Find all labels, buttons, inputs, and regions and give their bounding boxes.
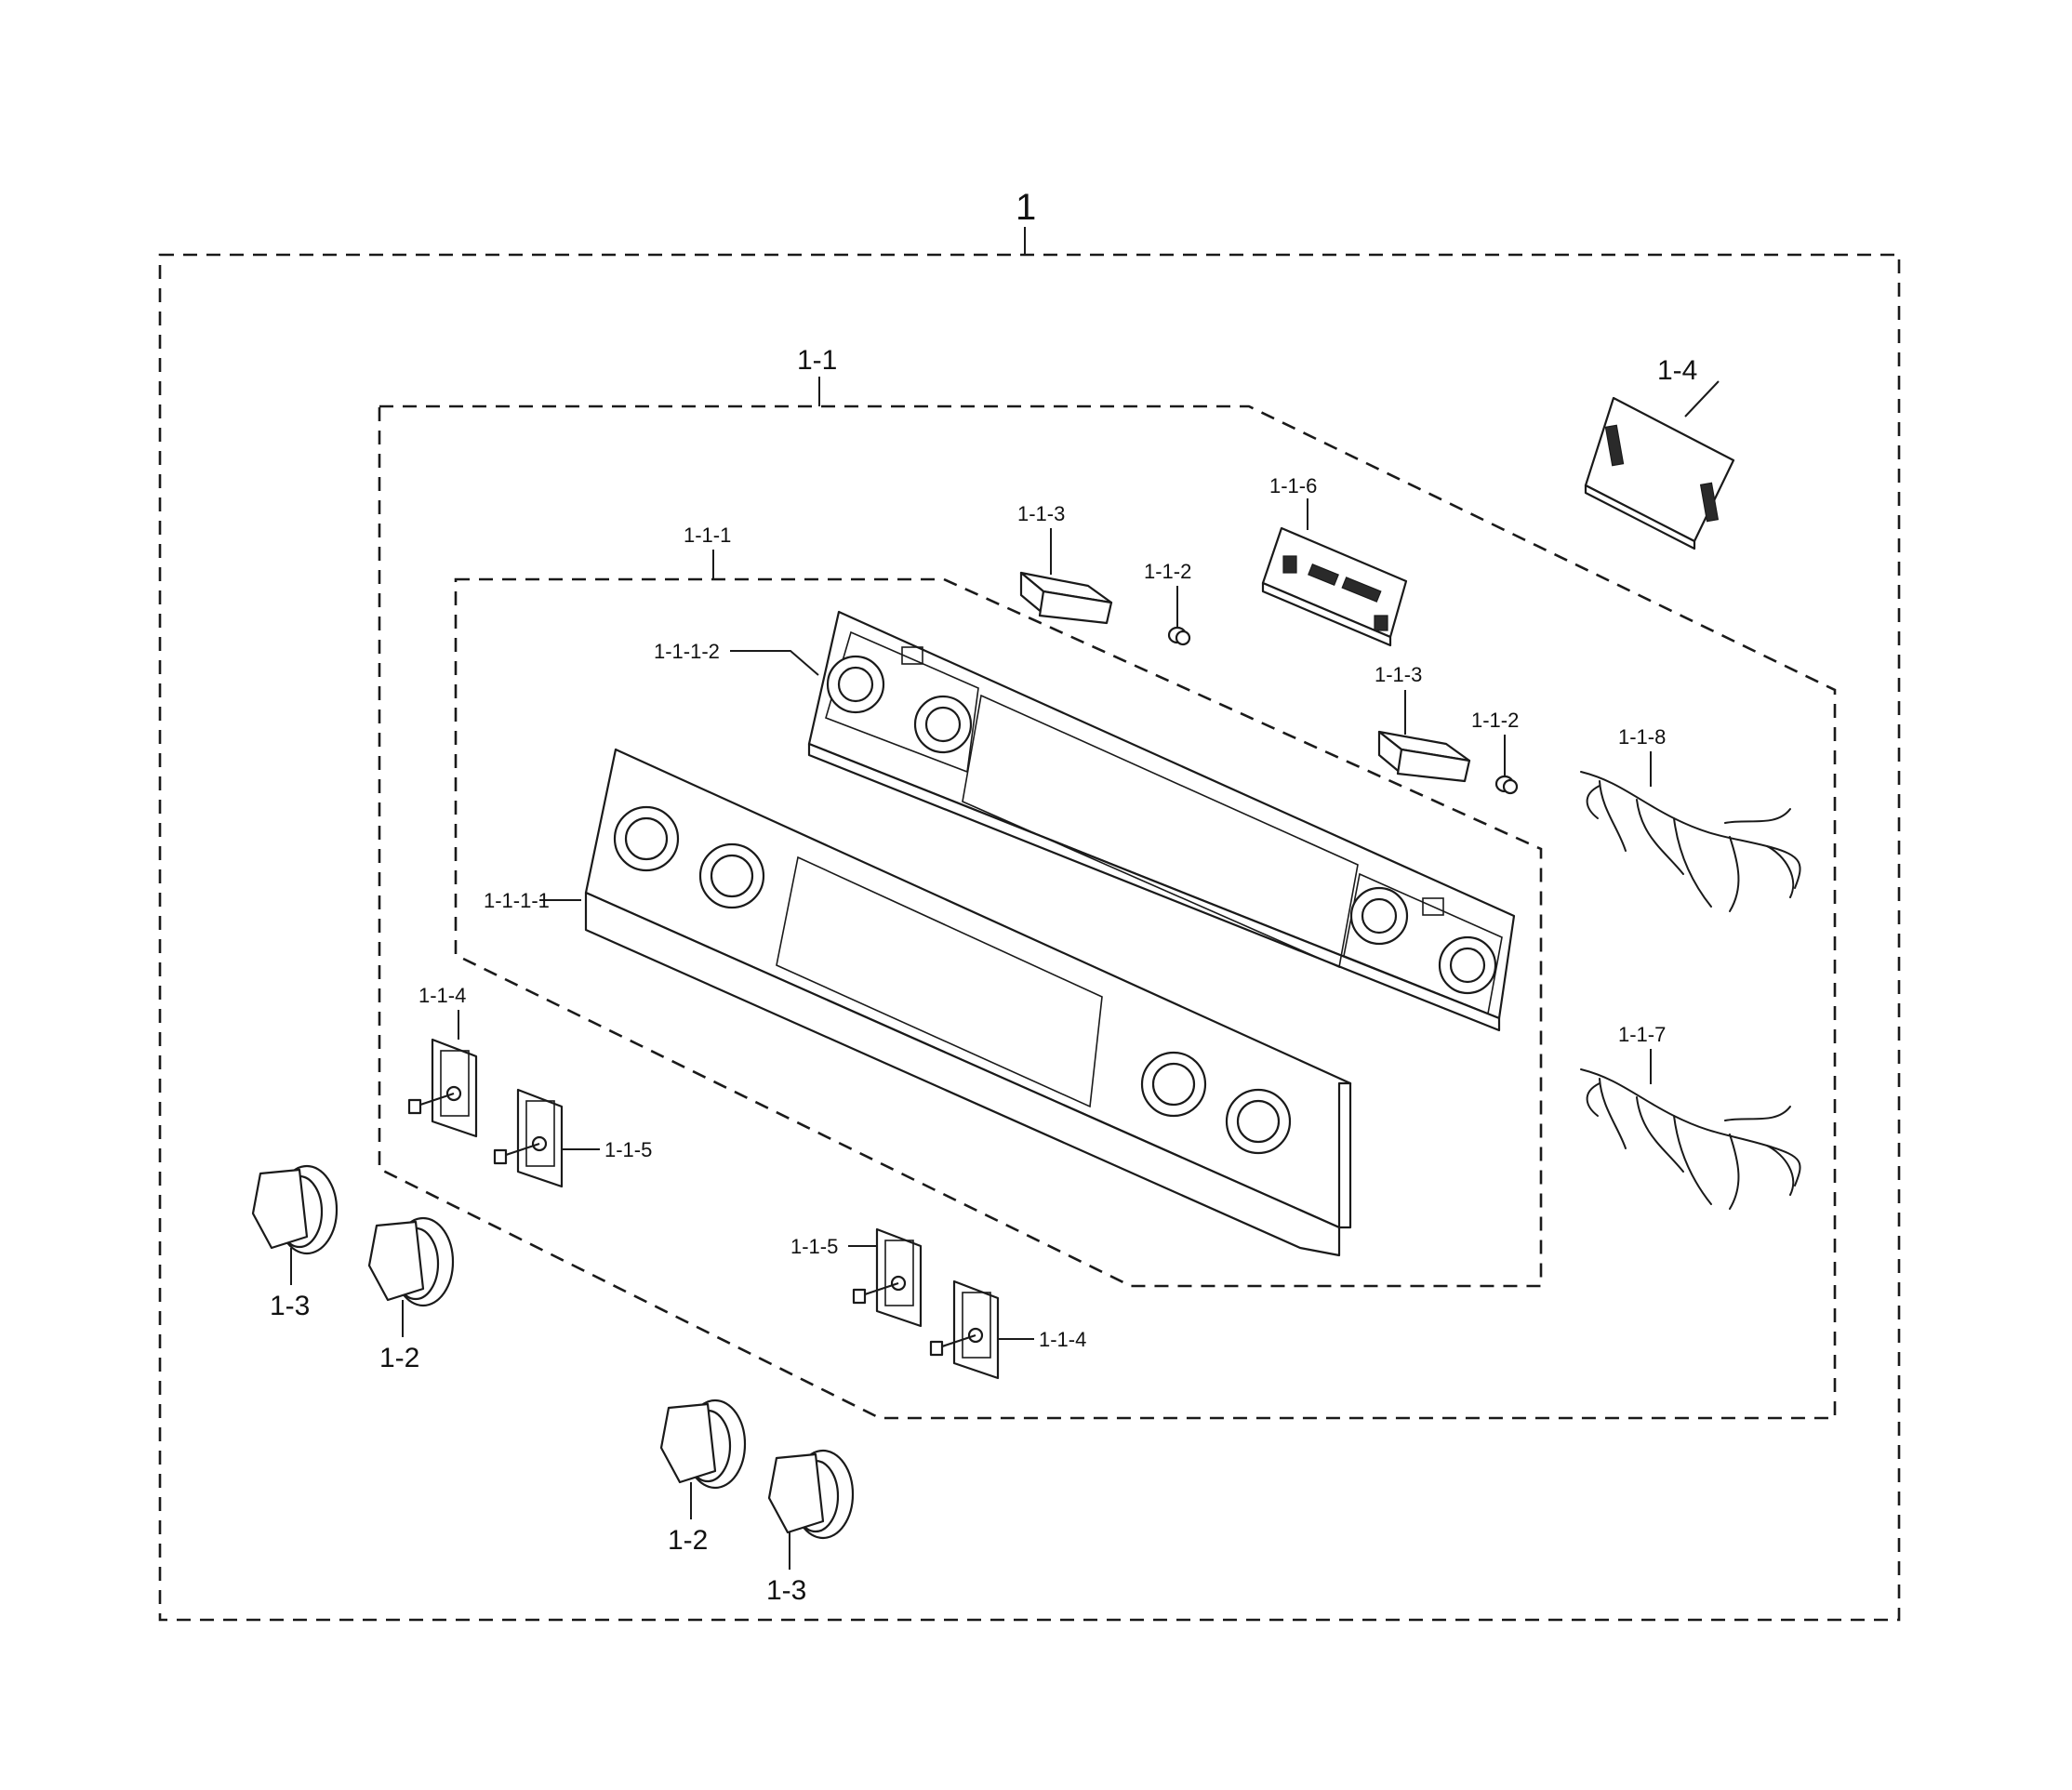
assembly-1-1-boundary [378,404,1837,1420]
label-1-1-1: 1-1-1 [684,524,731,547]
assembly-1-boundary [158,253,1901,1622]
cushion-1-1-3-top [1019,528,1113,625]
label-1-1-6: 1-1-6 [1269,474,1317,497]
label-1-1-4-bottom: 1-1-4 [1039,1328,1086,1351]
screw-1-1-2-top [1167,586,1191,646]
label-1-2-bottom: 1-2 [668,1525,708,1556]
label-1-3-bottom: 1-3 [766,1575,806,1606]
label-1-1-1-2: 1-1-1-2 [654,640,720,663]
label-1-1-7: 1-1-7 [1618,1023,1666,1046]
label-1-1-3-mid: 1-1-3 [1375,663,1422,686]
board-1-4 [1584,380,1735,550]
harness-1-1-8 [1580,751,1801,912]
switch-1-1-4-bottom [929,1280,1034,1380]
label-1-1-3-top: 1-1-3 [1017,502,1065,525]
label-1-3-left: 1-3 [270,1291,310,1321]
knob-1-2-bottom [659,1399,747,1519]
label-1-1: 1-1 [797,345,837,376]
knob-1-3-bottom [767,1449,855,1570]
label-1-1-5-left: 1-1-5 [604,1138,652,1161]
switch-1-1-4-left [407,1010,478,1138]
label-1: 1 [1016,187,1036,228]
harness-1-1-7 [1580,1049,1801,1210]
control-panel-1-1-1-1 [539,748,1352,1257]
label-1-1-2-top: 1-1-2 [1144,560,1191,583]
screw-1-1-2-mid [1494,735,1519,795]
display-board-1-1-6 [1261,498,1408,647]
assembly-1-1-1-boundary [454,577,1543,1288]
switch-1-1-5-left [493,1088,600,1188]
label-1-1-2-mid: 1-1-2 [1471,709,1519,732]
label-1-1-5-bottom: 1-1-5 [790,1235,838,1258]
label-1-1-1-1: 1-1-1-1 [484,889,550,912]
bracket-1-1-1-2 [730,610,1516,1032]
knob-1-2-left [367,1216,455,1337]
label-1-1-4-left: 1-1-4 [418,984,466,1007]
knob-1-3-left [251,1164,339,1285]
label-1-1-8: 1-1-8 [1618,725,1666,749]
label-1-2-left: 1-2 [379,1343,419,1373]
switch-1-1-5-bottom [848,1227,923,1328]
cushion-1-1-3-mid [1377,690,1471,783]
label-1-4: 1-4 [1657,355,1697,386]
